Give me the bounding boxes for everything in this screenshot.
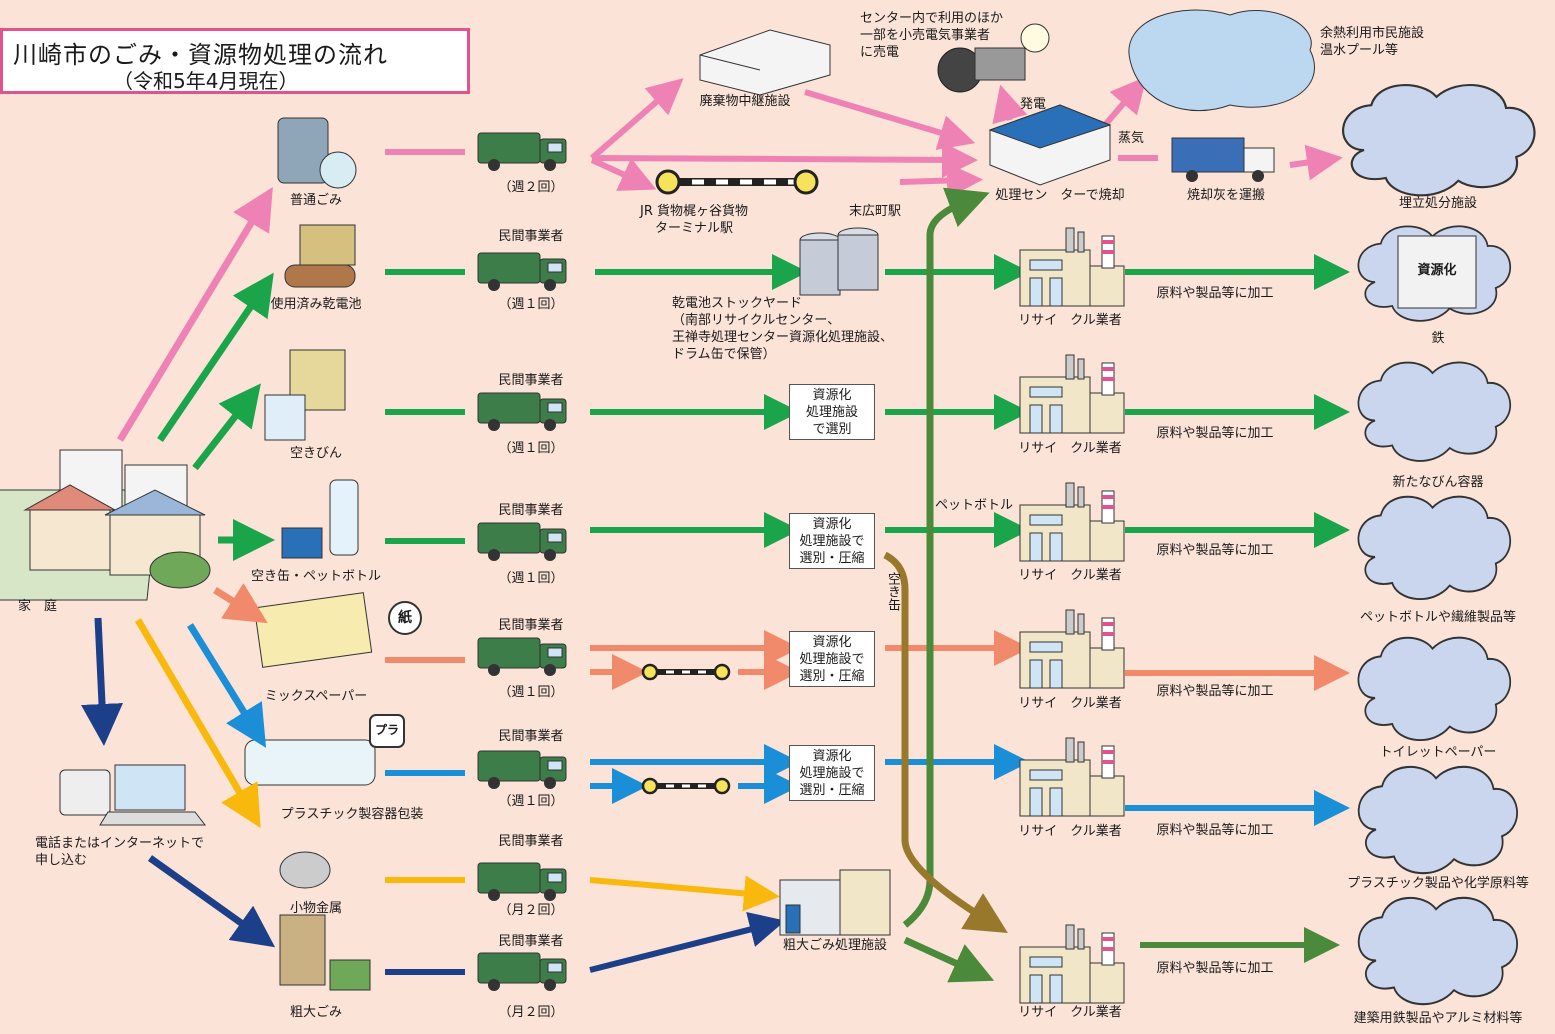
iron-badge-label: 資源化	[1417, 263, 1457, 278]
heat-use-pool-illustration	[1128, 9, 1316, 112]
product-label-pet-textile: ペットボトルや繊維製品等	[1359, 610, 1517, 625]
process-label: 原料や製品等に加工	[1156, 543, 1274, 558]
paper-mark: 紙	[398, 610, 412, 626]
waste-to-truck-lines	[385, 149, 465, 975]
bulky-plant-icon	[779, 869, 891, 936]
collector-label: 民間事業者	[498, 834, 564, 849]
process-label: 原料や製品等に加工	[1156, 684, 1274, 699]
power-label: 発電	[1020, 97, 1047, 112]
bulky-to-recycler-route	[903, 936, 995, 983]
household-to-waste-arrows	[81, 187, 276, 948]
freight-train-icon	[657, 171, 817, 193]
collector-label: 民間事業者	[498, 934, 564, 949]
collector-label: 民間事業者	[498, 229, 564, 244]
apply-label: 電話またはインターネットで 申し込む	[35, 836, 205, 868]
waste-icons	[244, 117, 422, 991]
title-main: 川崎市のごみ・資源物処理の流れ	[13, 41, 388, 69]
household-label: 家 庭	[18, 599, 58, 614]
process-label: 原料や製品等に加工	[1156, 426, 1274, 441]
recycler-label: リサイ クル業者	[1018, 441, 1122, 456]
waste-label-mixed-paper: ミックスペーパー	[264, 689, 368, 704]
recycler-label: リサイ クル業者	[1018, 313, 1122, 328]
recycler-label: リサイ クル業者	[1018, 568, 1122, 583]
waste-label-ordinary: 普通ごみ	[289, 193, 343, 208]
recycler-label: リサイ クル業者	[1018, 1005, 1122, 1020]
recycler-label: リサイ クル業者	[1018, 696, 1122, 711]
frequency-label: （週１回）	[498, 297, 564, 312]
frequency-label: （月２回）	[498, 1005, 564, 1020]
empty-cans-label: 空き缶	[885, 572, 900, 611]
title-date: （令和5年4月現在）	[113, 69, 299, 93]
steam-label: 蒸気	[1118, 131, 1145, 146]
recycler-factories	[1019, 227, 1125, 1004]
process-label: 原料や製品等に加工	[1156, 961, 1274, 976]
collector-label: 民間事業者	[498, 373, 564, 388]
household-illustration	[0, 449, 211, 601]
waste-label-bottles: 空きびん	[289, 446, 343, 461]
sorting-facility-box: 資源化 処理施設で 選別・圧縮	[789, 631, 875, 687]
waste-label-bulky: 粗大ごみ	[289, 1005, 343, 1020]
product-label-toilet-paper: トイレットペーパー	[1379, 745, 1497, 760]
bulky-to-incineration-route	[902, 187, 990, 928]
suehiro-station-label: 末広町駅	[848, 204, 902, 219]
mixed-paper-train-icon	[643, 665, 729, 679]
process-label: 原料や製品等に加工	[1156, 286, 1274, 301]
landfill-label: 埋立処分施設	[1398, 196, 1478, 211]
collector-label: 民間事業者	[498, 618, 564, 633]
incineration-plant-icon	[937, 23, 1112, 186]
collection-trucks	[477, 132, 567, 992]
transfer-facility-label: 廃棄物中継施設	[699, 94, 791, 109]
sorting-facility-box: 資源化 処理施設で 選別・圧縮	[789, 513, 875, 569]
title-box: 川崎市のごみ・資源物処理の流れ （令和5年4月現在）	[0, 28, 470, 94]
product-label-metal: 建築用鉄製品やアルミ材料等	[1353, 1011, 1523, 1026]
product-clouds	[1357, 225, 1519, 1006]
frequency-label: （週１回）	[498, 685, 564, 700]
frequency-label: （週１回）	[498, 441, 564, 456]
bulky-plant-label: 粗大ごみ処理施設	[782, 938, 888, 953]
battery-yard-label: 乾電池ストックヤード （南部リサイクルセンター、 王禅寺処理センター資源化処理施…	[672, 296, 894, 362]
plastic-train-icon	[643, 779, 729, 793]
ash-transport-label: 焼却灰を運搬	[1186, 188, 1266, 203]
frequency-label: （週１回）	[498, 571, 564, 586]
mixed-paper-flow	[590, 630, 1350, 691]
waste-label-batteries: 使用済み乾電池	[270, 297, 362, 312]
collector-label: 民間事業者	[498, 503, 564, 518]
collector-label: 民間事業者	[498, 729, 564, 744]
process-label: 原料や製品等に加工	[1156, 823, 1274, 838]
product-label-iron: 鉄	[1431, 331, 1445, 346]
jr-terminal-label: JR 貨物梶ヶ谷貨物 ターミナル駅	[640, 204, 748, 236]
sorting-facility-box: 資源化 処理施設で 選別・圧縮	[789, 745, 875, 801]
pet-bottle-label: ペットボトル	[935, 498, 1014, 513]
phone-laptop-illustration	[59, 764, 207, 826]
waste-label-plastic: プラスチック製容器包装	[280, 807, 424, 822]
ash-truck-icon	[1171, 137, 1275, 182]
waste-label-cans-pet: 空き缶・ペットボトル	[250, 569, 382, 584]
landfill-cloud	[1341, 83, 1536, 197]
transfer-facility-icon	[699, 29, 831, 96]
recycler-label: リサイ クル業者	[1018, 824, 1122, 839]
frequency-label: （月２回）	[498, 903, 564, 918]
frequency-label: （週２回）	[498, 180, 564, 195]
ordinary-waste-flow	[590, 76, 1343, 199]
power-note-label: センター内で利用のほか 一部を小売電気事業者 に売電	[860, 11, 1004, 60]
plastic-mark: プラ	[374, 723, 400, 737]
metal-bulky-flow	[589, 875, 786, 973]
cans-route	[883, 551, 1008, 933]
waste-label-small-metal: 小物金属	[289, 901, 343, 916]
product-label-bottles: 新たなびん容器	[1392, 475, 1484, 490]
sorting-facility-box: 資源化 処理施設 で選別	[789, 384, 875, 440]
product-label-plastic-chem: プラスチック製品や化学原料等	[1347, 876, 1529, 891]
heat-note-label: 余熱利用市民施設 温水プール等	[1320, 26, 1425, 58]
incineration-label: 処理セン ターで焼却	[995, 188, 1125, 203]
frequency-label: （週１回）	[498, 794, 564, 809]
drum-cans-icon	[799, 227, 879, 296]
